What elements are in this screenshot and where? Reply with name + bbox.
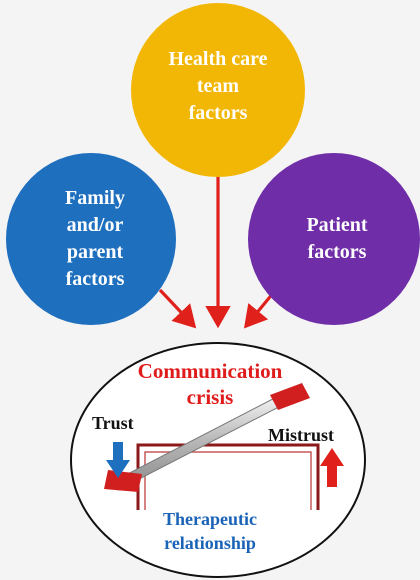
patient-factors-node: Patient factors bbox=[248, 153, 420, 325]
trust-label: Trust bbox=[92, 413, 134, 433]
health-care-team-label: Health care team factors bbox=[168, 47, 268, 124]
up-arrow-icon bbox=[320, 448, 344, 487]
communication-crisis-label: Communication crisis bbox=[137, 359, 283, 409]
arrow-from-family-parent bbox=[158, 288, 197, 329]
patient-label: Patient factors bbox=[306, 214, 368, 263]
arrow-from-patient bbox=[243, 290, 276, 329]
health-care-team-factors-node: Health care team factors bbox=[131, 3, 305, 177]
down-arrow-icon bbox=[106, 442, 130, 478]
seesaw-icon bbox=[104, 383, 320, 510]
family-parent-label: Family and/or parent factors bbox=[65, 187, 125, 290]
therapeutic-relationship-label: Therapeutic relationship bbox=[163, 509, 257, 553]
family-parent-factors-node: Family and/or parent factors bbox=[6, 153, 176, 325]
mistrust-label: Mistrust bbox=[268, 425, 334, 445]
